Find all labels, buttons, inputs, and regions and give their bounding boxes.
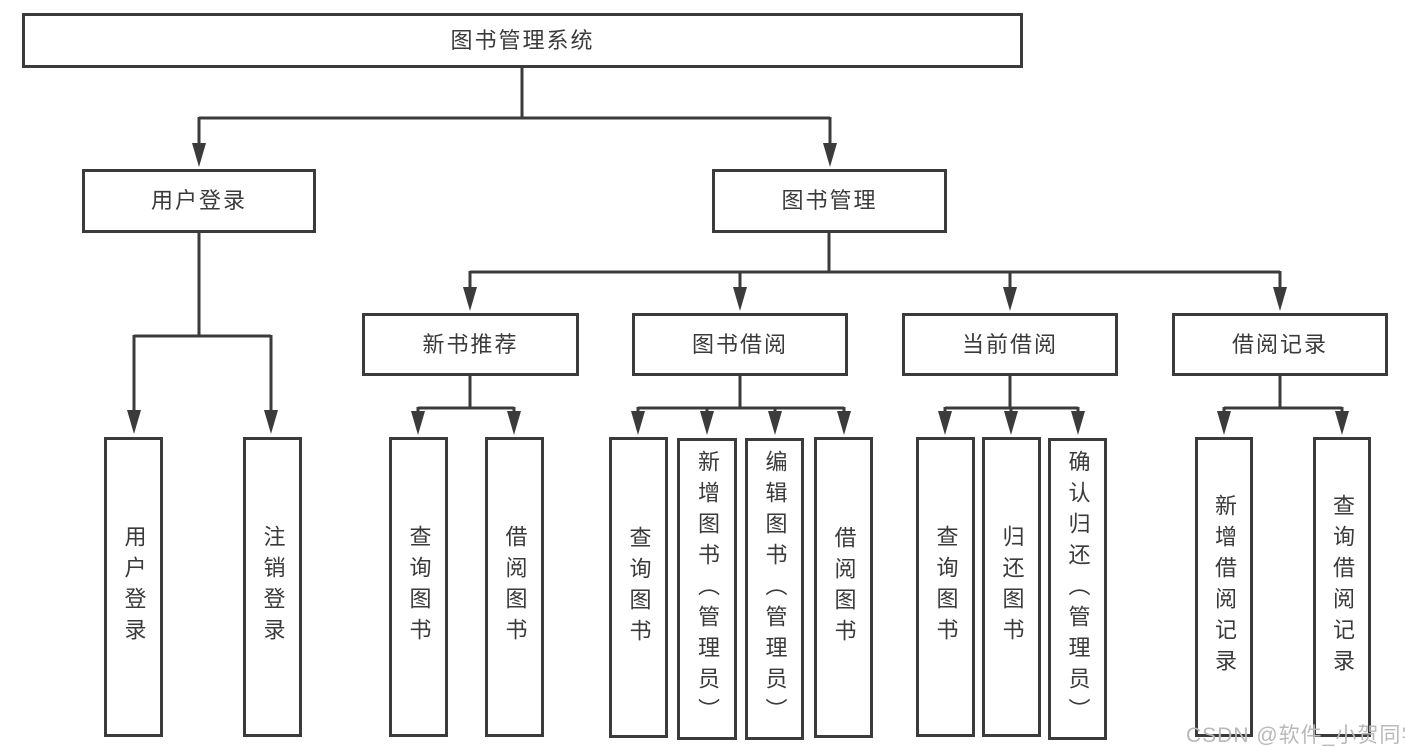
node-label: 当前借阅 [961, 331, 1058, 357]
node-label: 注销登录 [260, 525, 286, 649]
node-label: 查询图书 [933, 525, 959, 649]
leaf-user-login: 用户登录 [104, 437, 163, 737]
node-label: 借阅图书 [502, 525, 528, 649]
node-new-book-recommendation: 新书推荐 [362, 313, 579, 376]
leaf-newbook-borrow-books: 借阅图书 [485, 437, 544, 737]
node-label: 查询图书 [626, 525, 652, 650]
csdn-watermark: CSDN @软件_小贺同学 [1186, 724, 1405, 747]
node-label: 图书借阅 [691, 331, 788, 357]
node-user-login: 用户登录 [82, 169, 316, 233]
node-label: 用户登录 [150, 188, 247, 213]
node-label: 借阅图书 [831, 525, 857, 650]
node-book-management: 图书管理 [712, 169, 947, 233]
node-label: 编辑图书（管理员） [762, 449, 788, 729]
node-label: 图书管理系统 [450, 27, 595, 53]
leaf-current-confirm-return-admin: 确认归还（管理员） [1048, 438, 1107, 740]
node-label: 用户登录 [121, 525, 147, 649]
node-library-management-system: 图书管理系统 [22, 13, 1023, 68]
node-book-borrowing: 图书借阅 [632, 313, 848, 376]
node-label: 新书推荐 [422, 331, 519, 357]
node-current-borrowing: 当前借阅 [902, 313, 1118, 376]
node-label: 新增图书（管理员） [695, 449, 720, 729]
leaf-borrow-query-books: 查询图书 [609, 437, 668, 738]
leaf-borrow-borrow-books: 借阅图书 [814, 437, 873, 738]
node-label: 查询借阅记录 [1330, 494, 1355, 680]
leaf-records-add-borrow-record: 新增借阅记录 [1195, 437, 1253, 737]
node-label: 图书管理 [781, 188, 878, 213]
node-label: 归还图书 [999, 525, 1025, 649]
node-label: 确认归还（管理员） [1065, 449, 1091, 729]
leaf-records-query-borrow-record: 查询借阅记录 [1313, 437, 1371, 737]
leaf-borrow-add-books-admin: 新增图书（管理员） [677, 438, 737, 740]
node-label: 新增借阅记录 [1212, 494, 1237, 680]
node-borrowing-records: 借阅记录 [1172, 313, 1388, 376]
node-label: 借阅记录 [1231, 331, 1328, 357]
leaf-borrow-edit-books-admin: 编辑图书（管理员） [745, 438, 804, 740]
leaf-newbook-query-books: 查询图书 [389, 437, 448, 737]
node-label: 查询图书 [406, 525, 432, 649]
leaf-logout: 注销登录 [243, 437, 302, 737]
leaf-current-return-books: 归还图书 [982, 437, 1041, 737]
leaf-current-query-books: 查询图书 [916, 437, 975, 737]
